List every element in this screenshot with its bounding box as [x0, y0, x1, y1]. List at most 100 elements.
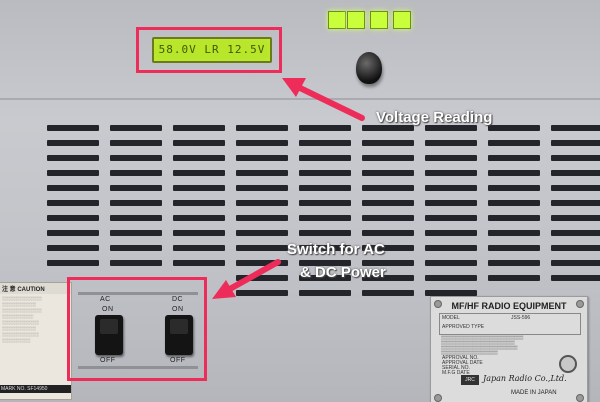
vent-slot: [362, 140, 414, 146]
caution-title: 注 意 CAUTION: [0, 283, 71, 294]
ac-power-switch[interactable]: [95, 315, 123, 355]
vent-slot: [551, 230, 600, 236]
vent-slot: [488, 215, 540, 221]
vent-slot: [299, 260, 351, 266]
vent-slot: [236, 185, 288, 191]
caution-sticker: 注 意 CAUTION ░░░░░░░░░░░░░░░░░░░░░░░░░░░░…: [0, 282, 72, 400]
vent-slot: [110, 245, 162, 251]
approval-seal-icon: [559, 355, 577, 373]
vent-slot: [173, 200, 225, 206]
vent-slot: [362, 215, 414, 221]
vent-slot: [362, 275, 414, 281]
switch-callout-line1: Switch for AC: [287, 241, 385, 258]
nameplate-model-box: [439, 313, 581, 335]
indicator-led-4: [393, 11, 411, 29]
vent-slot: [173, 155, 225, 161]
made-in-label: MADE IN JAPAN: [511, 390, 557, 396]
vent-slot: [299, 170, 351, 176]
approved-type-list: ▒▒▒▒▒▒▒▒▒▒▒▒▒▒▒▒▒▒▒▒▒▒▒▒▒▒▒▒▒▒▒▒▒▒▒▒▒▒▒▒…: [441, 335, 524, 355]
vent-slot: [47, 170, 99, 176]
vent-slot: [47, 125, 99, 131]
vent-slot: [551, 275, 600, 281]
vent-slot: [425, 170, 477, 176]
vent-slot: [425, 185, 477, 191]
vent-slot: [299, 125, 351, 131]
vent-slot: [173, 125, 225, 131]
vent-row: [47, 230, 600, 237]
ac-off-label: OFF: [100, 357, 116, 364]
nameplate-title: MF/HF RADIO EQUIPMENT: [451, 301, 567, 311]
vent-row: [47, 140, 600, 147]
vent-slot: [551, 260, 600, 266]
vent-slot: [299, 200, 351, 206]
vent-slot: [236, 155, 288, 161]
vent-slot: [299, 140, 351, 146]
vent-slot: [425, 260, 477, 266]
vent-slot: [173, 260, 225, 266]
vent-slot: [425, 140, 477, 146]
vent-slot: [551, 170, 600, 176]
vent-slot: [173, 170, 225, 176]
vent-slot: [299, 290, 351, 296]
vent-slot: [236, 245, 288, 251]
vent-slot: [362, 245, 414, 251]
vent-slot: [551, 125, 600, 131]
serial-no-label: SERIAL NO.: [442, 365, 470, 371]
vent-slot: [488, 170, 540, 176]
model-label: MODEL: [442, 315, 460, 321]
vent-slot: [47, 230, 99, 236]
vent-slot: [110, 125, 162, 131]
vent-slot: [362, 185, 414, 191]
vent-slot: [551, 200, 600, 206]
vent-row: [47, 125, 600, 132]
vent-slot: [110, 215, 162, 221]
lcd-voltage-display: 58.0V LR 12.5V: [152, 37, 272, 63]
equipment-nameplate: MF/HF RADIO EQUIPMENT MODEL JSS-596 APPR…: [430, 296, 588, 402]
vent-slot: [362, 260, 414, 266]
vent-slot: [236, 125, 288, 131]
vent-slot: [236, 140, 288, 146]
screw-icon: [434, 300, 442, 308]
vent-slot: [47, 215, 99, 221]
indicator-led-3: [370, 11, 388, 29]
vent-slot: [47, 185, 99, 191]
vent-slot: [425, 125, 477, 131]
vent-slot: [488, 125, 540, 131]
vent-slot: [425, 245, 477, 251]
vent-slot: [425, 275, 477, 281]
vent-slot: [362, 230, 414, 236]
dc-power-switch[interactable]: [165, 315, 193, 355]
model-value: JSS-596: [511, 315, 531, 321]
lcd-highlight-box: [136, 27, 282, 73]
vent-slot: [110, 155, 162, 161]
voltage-callout-label: Voltage Reading: [376, 109, 493, 126]
vent-slot: [299, 230, 351, 236]
caution-body-text: ░░░░░░░░░░░░░░░░░░░░░░░░░░░░░░░░░░░░░░░░…: [2, 296, 42, 343]
vent-slot: [47, 200, 99, 206]
mfg-date-label: M.F.G DATE: [442, 370, 470, 376]
vent-slot: [425, 215, 477, 221]
ac-label: AC: [100, 296, 111, 303]
switch-panel-rail-bottom: [78, 366, 198, 369]
approval-no-label: APPROVAL NO.: [442, 355, 479, 361]
control-knob: [356, 52, 382, 84]
vent-slot: [488, 245, 540, 251]
vent-row: [47, 185, 600, 192]
vent-slot: [173, 230, 225, 236]
vent-slot: [110, 170, 162, 176]
vent-slot: [425, 290, 477, 296]
vent-slot: [362, 200, 414, 206]
vent-row: [47, 200, 600, 207]
screw-icon: [576, 300, 584, 308]
vent-slot: [236, 170, 288, 176]
dc-on-label: ON: [172, 306, 184, 313]
vent-slot: [488, 185, 540, 191]
vent-slot: [551, 155, 600, 161]
approval-date-label: APPROVAL DATE: [442, 360, 483, 366]
vent-slot: [110, 230, 162, 236]
vent-slot: [236, 290, 288, 296]
vent-slot: [236, 260, 288, 266]
dc-label: DC: [172, 296, 184, 303]
vent-slot: [236, 215, 288, 221]
